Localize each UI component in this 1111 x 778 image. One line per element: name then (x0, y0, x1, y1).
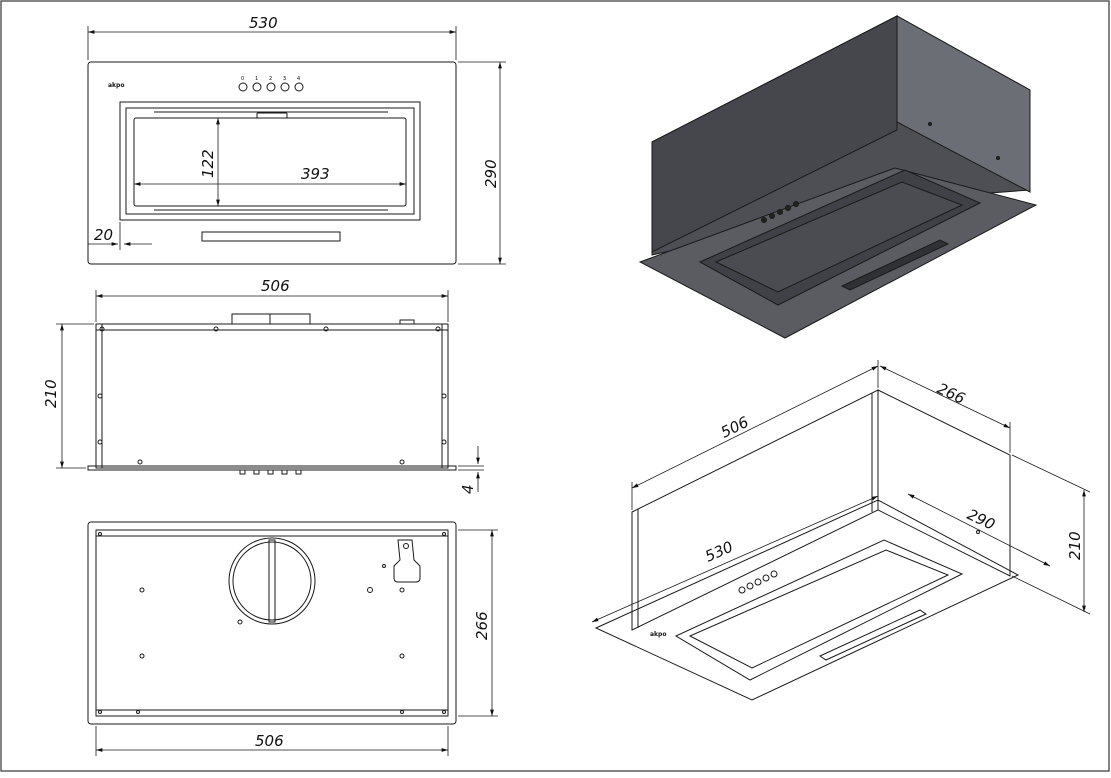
knob-label: 3 (283, 76, 286, 82)
dim-393: 393 (301, 165, 330, 183)
filter-frame-outer (119, 101, 421, 221)
knob-label: 1 (255, 76, 258, 82)
dim-210-side: 210 (42, 379, 60, 408)
dim-530-front: 530 (249, 14, 278, 32)
dim-20: 20 (94, 226, 113, 244)
dim-506-side: 506 (261, 277, 290, 295)
knob-label: 0 (241, 76, 244, 82)
filter-grille (133, 117, 407, 207)
iso-knobs (761, 201, 799, 223)
brand-logo: akpo (108, 82, 124, 89)
iso-dimensions (591, 360, 1091, 623)
line-body-side (877, 389, 1011, 577)
top-dimensions (95, 529, 498, 756)
light-strip (201, 231, 341, 242)
top-body-outline (95, 529, 449, 717)
side-screws (97, 326, 447, 465)
filter-frame-inner (125, 107, 415, 215)
line-glass-panel (594, 499, 1020, 701)
outlet-flange (231, 313, 311, 325)
line-knobs (738, 570, 778, 594)
top-mount-holes (98, 532, 446, 714)
top-view (87, 521, 457, 725)
side-view (87, 313, 457, 475)
knob-label: 4 (297, 76, 300, 82)
dim-122: 122 (199, 149, 217, 178)
side-body-outline (95, 323, 449, 469)
backdraft-damper (268, 539, 276, 623)
side-dimensions (56, 290, 484, 492)
iso-dim-266: 266 (934, 379, 968, 407)
body-front-face (651, 15, 898, 253)
iso-light-strip (840, 239, 950, 291)
knob-labels: 0 1 2 3 4 (241, 76, 300, 82)
dim-290-front: 290 (482, 159, 500, 188)
iso-dim-210: 210 (1066, 531, 1084, 560)
dim-4: 4 (459, 484, 477, 494)
line-light-strip (818, 609, 928, 661)
side-knobs (239, 469, 302, 475)
front-panel-outline (87, 61, 457, 265)
dim-266-top: 266 (473, 611, 491, 640)
knob-label: 2 (269, 76, 272, 82)
iso-dim-530: 530 (702, 538, 735, 566)
dim-506-top: 506 (255, 732, 284, 750)
electrical-box (393, 539, 421, 583)
air-outlet-outer (228, 537, 316, 625)
iso-filter-grille (714, 181, 964, 293)
iso-dim-290: 290 (964, 505, 998, 533)
line-iso-view (594, 389, 1020, 701)
front-view (87, 61, 457, 265)
line-iso-logo: akpo (650, 631, 666, 638)
top-panel-outline (87, 521, 457, 725)
shaded-iso-view (638, 15, 1038, 339)
line-body-front (631, 389, 879, 631)
control-knobs (238, 82, 304, 92)
front-dimensions (87, 26, 506, 265)
air-outlet-inner (232, 541, 312, 621)
